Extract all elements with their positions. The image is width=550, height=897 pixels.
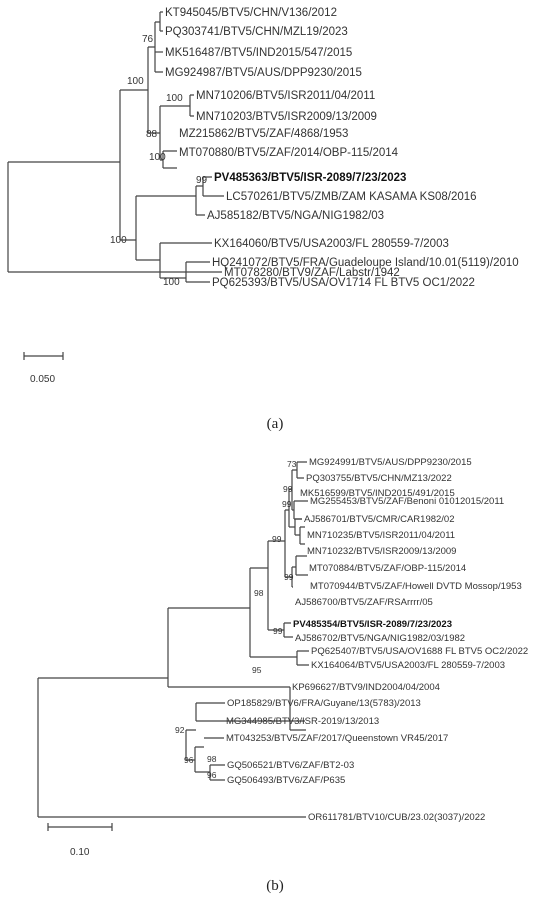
bootstrap-value: 100 <box>166 93 183 104</box>
leaf-label: MT078280/BTV9/ZAF/Labstr/1942 <box>224 267 400 279</box>
leaf-label: MN710203/BTV5/ISR2009/13/2009 <box>196 111 377 123</box>
tree-a-bootstrap-values: 76 100 100 88 100 99 100 100 <box>110 34 208 288</box>
bootstrap-value: 98 <box>207 754 217 764</box>
leaf-label: MG924991/BTV5/AUS/DPP9230/2015 <box>309 457 472 468</box>
leaf-label: KT945045/BTV5/CHN/V136/2012 <box>165 7 337 19</box>
leaf-label-highlighted: PV485354/BTV5/ISR-2089/7/23/2023 <box>293 619 452 630</box>
leaf-label: MN710235/BTV5/ISR2011/04/2011 <box>307 530 455 541</box>
leaf-label: KX164060/BTV5/USA2003/FL 280559-7/2003 <box>214 238 449 250</box>
scale-bar-label: 0.050 <box>30 374 55 385</box>
leaf-label-highlighted: PV485363/BTV5/ISR-2089/7/23/2023 <box>214 172 406 184</box>
bootstrap-value: 92 <box>175 725 185 735</box>
leaf-label: MN710232/BTV5/ISR2009/13/2009 <box>307 546 456 557</box>
leaf-label: OP185829/BTV6/FRA/Guyane/13(5783)/2013 <box>227 698 421 709</box>
bootstrap-value: 73 <box>287 459 297 469</box>
leaf-label: KP696627/BTV9/IND2004/04/2004 <box>292 682 440 693</box>
leaf-label: PQ625393/BTV5/USA/OV1714 FL BTV5 OC1/202… <box>212 277 475 289</box>
leaf-label: MK516599/BTV5/IND2015/491/2015 <box>300 488 455 499</box>
leaf-label: AJ586700/BTV5/ZAF/RSArrrr/05 <box>295 597 433 608</box>
scale-bar-b: 0.10 <box>47 823 113 858</box>
scale-bar-label: 0.10 <box>70 847 90 858</box>
tree-b-leaf-labels: MG924991/BTV5/AUS/DPP9230/2015 PQ303755/… <box>226 457 528 823</box>
panel-label-b: (b) <box>266 878 284 894</box>
leaf-label: MG924987/BTV5/AUS/DPP9230/2015 <box>165 67 362 79</box>
leaf-label: PQ625407/BTV5/USA/OV1688 FL BTV5 OC2/202… <box>311 646 528 657</box>
bootstrap-value: 88 <box>146 129 158 140</box>
bootstrap-value: 100 <box>149 152 166 163</box>
bootstrap-value: 99 <box>196 175 208 186</box>
tree-a-branches <box>7 11 224 283</box>
leaf-label: AJ586702/BTV5/NGA/NIG1982/03/1982 <box>295 633 465 644</box>
leaf-label: GQ506521/BTV6/ZAF/BT2-03 <box>227 760 354 771</box>
bootstrap-value: 100 <box>110 235 127 246</box>
tree-b-bootstrap-values: 73 99 99 99 99 98 99 95 92 96 98 96 <box>175 459 297 780</box>
leaf-label: AJ586701/BTV5/CMR/CAR1982/02 <box>304 514 455 525</box>
panel-label-a: (a) <box>267 416 284 432</box>
leaf-label: AJ585182/BTV5/NGA/NIG1982/03 <box>207 210 384 222</box>
leaf-label: MT070944/BTV5/ZAF/Howell DVTD Mossop/195… <box>310 581 522 592</box>
leaf-label: KX164064/BTV5/USA2003/FL 280559-7/2003 <box>311 660 505 671</box>
bootstrap-value: 99 <box>272 534 282 544</box>
scale-bar-a: 0.050 <box>23 352 64 385</box>
bootstrap-value: 99 <box>284 572 294 582</box>
tree-b-branches <box>37 461 309 818</box>
leaf-label: MN710206/BTV5/ISR2011/04/2011 <box>196 90 375 102</box>
bootstrap-value: 99 <box>273 626 283 636</box>
bootstrap-value: 98 <box>254 588 264 598</box>
leaf-label: MT070884/BTV5/ZAF/OBP-115/2014 <box>309 563 466 574</box>
leaf-label: HQ241072/BTV5/FRA/Guadeloupe Island/10.0… <box>212 257 519 269</box>
bootstrap-value: 96 <box>207 770 217 780</box>
bootstrap-value: 99 <box>282 499 292 509</box>
bootstrap-value: 95 <box>252 665 262 675</box>
bootstrap-value: 99 <box>283 484 293 494</box>
bootstrap-value: 76 <box>142 34 154 45</box>
bootstrap-value: 100 <box>163 277 180 288</box>
leaf-label: MK516487/BTV5/IND2015/547/2015 <box>165 47 352 59</box>
tree-panel-a: KT945045/BTV5/CHN/V136/2012 PQ303741/BTV… <box>7 7 519 432</box>
leaf-label: MT043253/BTV5/ZAF/2017/Queenstown VR45/2… <box>226 733 448 744</box>
tree-panel-b: MG924991/BTV5/AUS/DPP9230/2015 PQ303755/… <box>37 457 528 894</box>
leaf-label: PQ303755/BTV5/CHN/MZ13/2022 <box>306 473 452 484</box>
leaf-label: MG344985/BTV3/ISR-2019/13/2013 <box>226 716 379 727</box>
leaf-label: MT070880/BTV5/ZAF/2014/OBP-115/2014 <box>179 147 399 159</box>
leaf-label: GQ506493/BTV6/ZAF/P635 <box>227 775 345 786</box>
leaf-label: LC570261/BTV5/ZMB/ZAM KASAMA KS08/2016 <box>226 191 477 203</box>
bootstrap-value: 100 <box>127 76 144 87</box>
leaf-label: OR611781/BTV10/CUB/23.02(3037)/2022 <box>308 812 485 823</box>
leaf-label: MG255453/BTV5/ZAF/Benoni 01012015/2011 <box>310 496 504 507</box>
leaf-label: PQ303741/BTV5/CHN/MZL19/2023 <box>165 26 348 38</box>
leaf-label: MZ215862/BTV5/ZAF/4868/1953 <box>179 128 348 140</box>
bootstrap-value: 96 <box>184 755 194 765</box>
tree-a-leaf-labels: KT945045/BTV5/CHN/V136/2012 PQ303741/BTV… <box>165 7 519 289</box>
